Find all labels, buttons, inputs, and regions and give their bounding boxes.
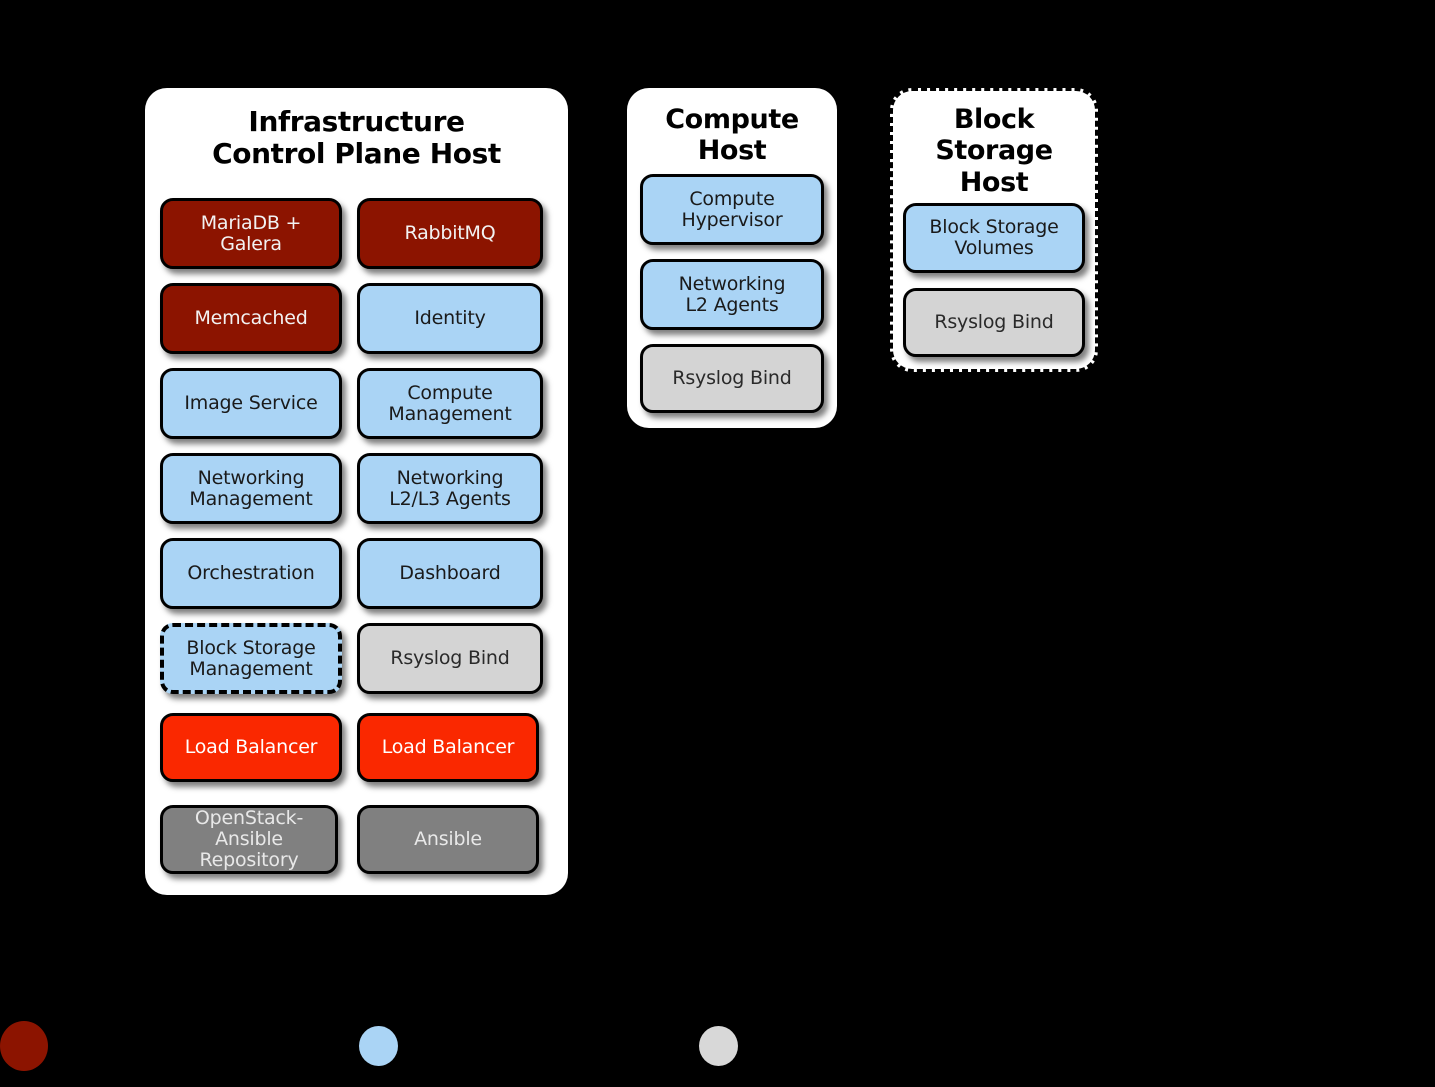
service-box-label: Compute Management: [388, 381, 512, 425]
legend-dot-light-gray: [699, 1026, 738, 1066]
service-box-label: Memcached: [194, 307, 308, 330]
service-box-identity[interactable]: Identity: [357, 283, 543, 354]
service-box-label: Rsyslog Bind: [672, 367, 792, 390]
service-box-label: OpenStack- Ansible Repository: [194, 807, 304, 871]
panel-title-block-storage-host: Block Storage Host: [935, 104, 1053, 198]
service-box-rsyslog-bind-control-plane[interactable]: Rsyslog Bind: [357, 623, 543, 694]
service-box-openstack-ansible-repository[interactable]: OpenStack- Ansible Repository: [160, 805, 338, 874]
service-box-label: Compute Hypervisor: [681, 187, 783, 231]
service-box-label: Block Storage Volumes: [929, 216, 1059, 259]
service-box-label: Dashboard: [399, 562, 501, 585]
legend-dot-dark-red: [0, 1021, 48, 1071]
service-box-label: Networking Management: [189, 466, 313, 510]
service-box-load-balancer-right[interactable]: Load Balancer: [357, 713, 539, 782]
service-box-label: Identity: [414, 307, 486, 330]
service-box-block-storage-volumes[interactable]: Block Storage Volumes: [903, 203, 1085, 273]
service-box-rsyslog-bind-compute[interactable]: Rsyslog Bind: [640, 344, 824, 413]
service-box-label: Load Balancer: [184, 736, 318, 759]
service-box-memcached[interactable]: Memcached: [160, 283, 342, 354]
service-box-label: Orchestration: [187, 562, 315, 585]
service-box-label: Networking L2/L3 Agents: [389, 466, 511, 510]
service-box-load-balancer-left[interactable]: Load Balancer: [160, 713, 342, 782]
service-box-label: Ansible: [414, 828, 482, 851]
panel-title-infrastructure-control-plane-host: Infrastructure Control Plane Host: [212, 105, 501, 171]
service-box-label: Block Storage Management: [186, 636, 316, 680]
service-box-label: Image Service: [184, 392, 318, 415]
service-box-networking-l2-l3-agents[interactable]: Networking L2/L3 Agents: [357, 453, 543, 524]
service-box-label: Networking L2 Agents: [678, 272, 786, 316]
service-box-rabbitmq[interactable]: RabbitMQ: [357, 198, 543, 269]
service-box-label: MariaDB + Galera: [200, 211, 302, 255]
service-box-block-storage-management[interactable]: Block Storage Management: [160, 623, 342, 694]
panel-title-compute-host: Compute Host: [665, 104, 799, 167]
service-box-rsyslog-bind-block-storage[interactable]: Rsyslog Bind: [903, 288, 1085, 357]
service-box-orchestration[interactable]: Orchestration: [160, 538, 342, 609]
service-box-networking-management[interactable]: Networking Management: [160, 453, 342, 524]
service-box-mariadb-galera[interactable]: MariaDB + Galera: [160, 198, 342, 269]
service-box-image-service[interactable]: Image Service: [160, 368, 342, 439]
service-box-compute-hypervisor[interactable]: Compute Hypervisor: [640, 174, 824, 245]
legend-dot-light-blue: [359, 1026, 398, 1066]
service-box-label: Load Balancer: [381, 736, 515, 759]
service-box-label: Rsyslog Bind: [390, 647, 510, 670]
service-box-ansible[interactable]: Ansible: [357, 805, 539, 874]
service-box-dashboard[interactable]: Dashboard: [357, 538, 543, 609]
service-box-label: RabbitMQ: [404, 222, 496, 245]
service-box-compute-management[interactable]: Compute Management: [357, 368, 543, 439]
service-box-networking-l2-agents[interactable]: Networking L2 Agents: [640, 259, 824, 330]
service-box-label: Rsyslog Bind: [934, 311, 1054, 334]
